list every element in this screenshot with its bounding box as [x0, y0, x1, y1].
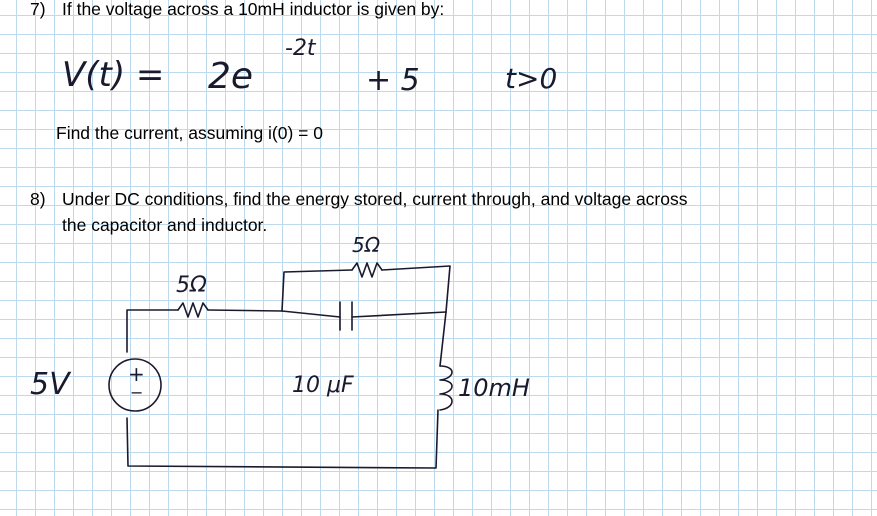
- equation-constant: + 5: [366, 63, 420, 98]
- wire-source-top: [126, 309, 179, 353]
- resistor-series: [177, 302, 209, 318]
- problem-8-line2: the capacitor and inductor.: [62, 215, 268, 235]
- resistor-parallel: [351, 262, 383, 278]
- wire-parallel-top: [281, 269, 353, 312]
- wire-right-bottom: [126, 409, 439, 469]
- wire-cap-right: [351, 311, 447, 318]
- inductor-coil: [439, 365, 453, 411]
- problem-7-find-text: Find the current, assuming i(0) = 0: [56, 123, 323, 143]
- equation-coefficient: 2e: [208, 56, 253, 97]
- problem-7-number: 7): [30, 0, 46, 19]
- problem-8-line1: Under DC conditions, find the energy sto…: [62, 189, 688, 209]
- source-minus-sign: −: [130, 383, 143, 402]
- wire-parallel-right: [381, 265, 451, 313]
- circuit-diagram: [108, 262, 453, 469]
- problem-8-number: 8): [30, 189, 46, 209]
- wire-to-node: [207, 309, 283, 312]
- wire-cap-left: [281, 310, 341, 318]
- label-parallel-resistor: 5Ω: [352, 233, 381, 257]
- label-series-resistor: 5Ω: [176, 273, 207, 298]
- label-inductor: 10mH: [458, 374, 530, 402]
- equation-condition: t>0: [505, 62, 557, 95]
- source-plus-sign: +: [128, 362, 145, 386]
- equation-exponent: -2t: [285, 36, 317, 61]
- wire-right-down: [439, 311, 447, 367]
- label-voltage-source: 5V: [30, 367, 72, 402]
- equation-lhs: V(t) =: [62, 55, 164, 95]
- problem-7-text: If the voltage across a 10mH inductor is…: [62, 0, 445, 19]
- label-capacitor: 10 μF: [292, 373, 354, 398]
- voltage-source-icon: [108, 358, 162, 412]
